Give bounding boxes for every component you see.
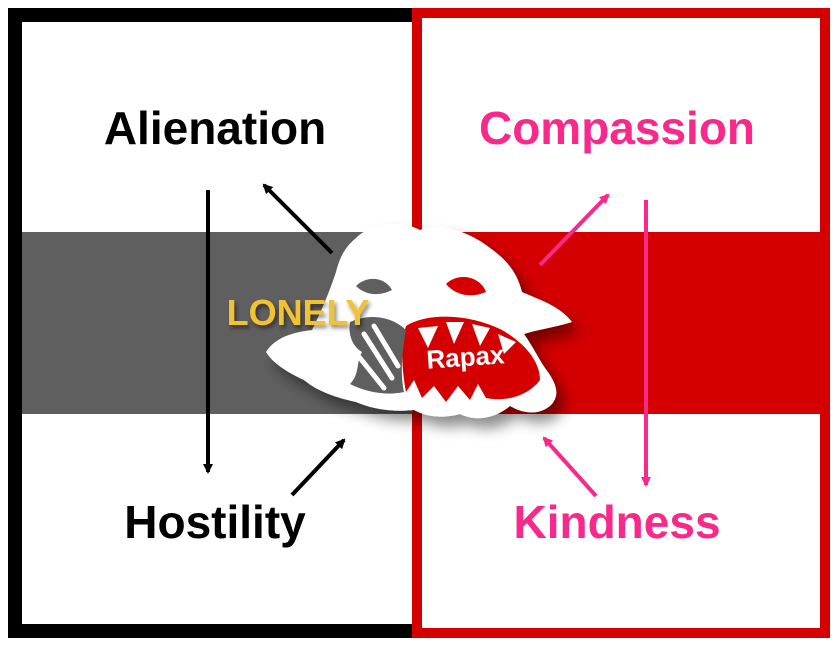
arrow-to-alienation [262,183,334,255]
hostility-label: Hostility [124,496,306,548]
alienation-label: Alienation [103,102,327,154]
creature-fang-icon [349,323,401,391]
rapax-creature-logo [266,223,572,419]
creature-teeth-icon [418,322,516,354]
arrow-hostility-to-center [290,438,346,497]
logo-lonely-text: LONELY [227,292,370,333]
arrow-group [203,183,651,498]
compassion-label: Compassion [478,102,756,154]
arrow-kindness-to-center [542,436,598,498]
logo-rapax-text: Rapax [425,339,505,374]
arrow-to-compassion [538,193,610,267]
kindness-label: Kindness [513,496,721,548]
creature-left-eye-icon [356,278,392,295]
creature-right-eye-icon [446,277,486,296]
